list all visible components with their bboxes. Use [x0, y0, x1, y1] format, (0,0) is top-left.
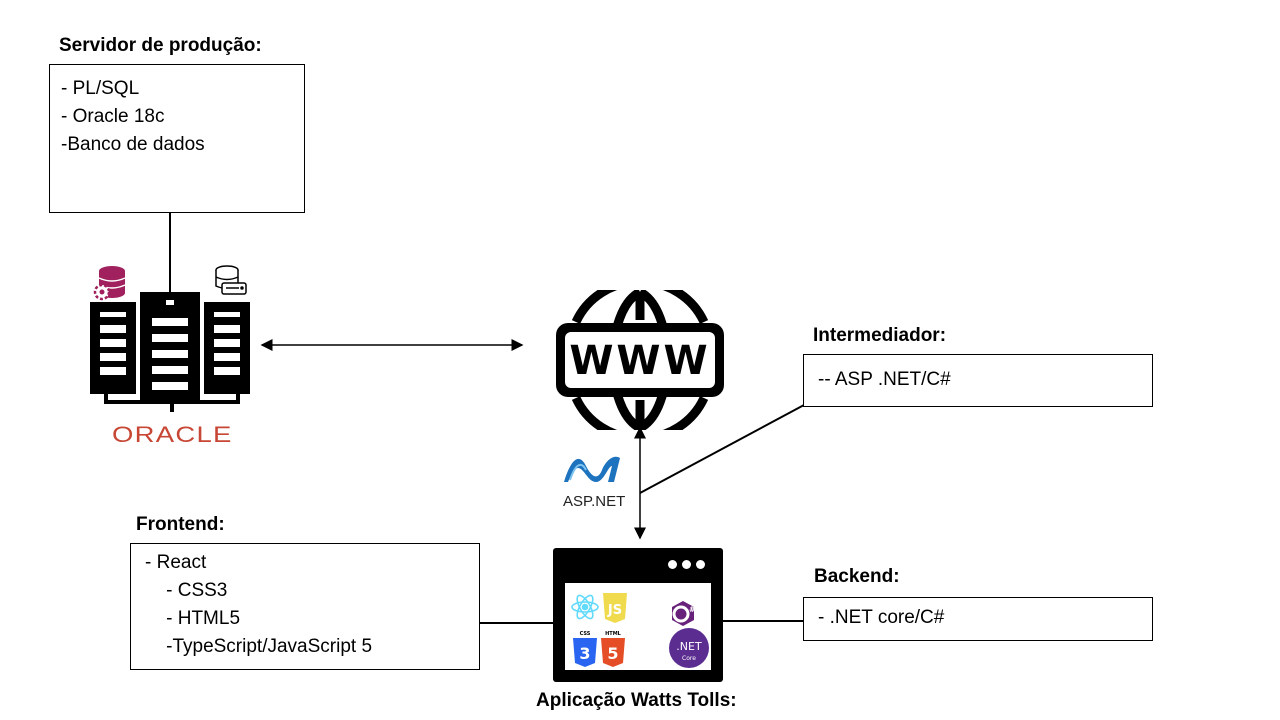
- backend-box: - .NET core/C#: [803, 597, 1153, 641]
- servidor-line: - PL/SQL: [61, 78, 140, 99]
- frontend-line: - CSS3: [145, 580, 228, 601]
- frontend-box: - React - CSS3 - HTML5 -TypeScript/JavaS…: [130, 543, 480, 670]
- tech-icons: JS # CSS 3 HTML 5 .NET: [571, 593, 709, 668]
- window-dots-icon: [668, 560, 705, 569]
- frontend-line: - HTML5: [145, 608, 241, 629]
- app-content: JS # CSS 3 HTML 5 .NET: [565, 583, 711, 670]
- css3-icon: CSS 3: [573, 631, 597, 667]
- app-window: JS # CSS 3 HTML 5 .NET: [553, 548, 723, 682]
- frontend-line: -TypeScript/JavaScript 5: [145, 636, 373, 657]
- servidor-line: -Banco de dados: [61, 134, 205, 155]
- aspnet-logo-icon: [564, 456, 620, 482]
- oracle-logo: ORACLE: [112, 422, 233, 447]
- csharp-icon: #: [672, 601, 696, 626]
- globe-icon: WWW: [556, 290, 724, 430]
- svg-text:CSS: CSS: [580, 631, 591, 637]
- frontend-line: - React: [145, 552, 207, 573]
- www-label: WWW: [569, 338, 710, 384]
- svg-text:#: #: [689, 605, 696, 614]
- intermediador-line: -- ASP .NET/C#: [818, 369, 951, 390]
- app-caption: Aplicação Watts Tolls:: [536, 690, 737, 711]
- svg-text:JS: JS: [607, 603, 622, 618]
- react-icon: [571, 594, 599, 620]
- dotnet-core-icon: .NET Core: [669, 628, 709, 668]
- servidor-heading: Servidor de produção:: [59, 35, 262, 56]
- backend-line: - .NET core/C#: [818, 607, 945, 628]
- svg-text:HTML: HTML: [605, 631, 622, 637]
- database-gear-icon: [93, 266, 126, 301]
- aspnet-label: ASP.NET: [563, 493, 626, 510]
- server-rack-icon: [90, 265, 250, 412]
- servidor-line: - Oracle 18c: [61, 106, 165, 127]
- servidor-box: - PL/SQL - Oracle 18c -Banco de dados: [49, 64, 305, 213]
- svg-text:.NET: .NET: [676, 640, 702, 653]
- html5-icon: HTML 5: [601, 631, 625, 667]
- intermediador-box: -- ASP .NET/C#: [803, 354, 1153, 407]
- backend-heading: Backend:: [814, 566, 900, 587]
- svg-text:5: 5: [607, 644, 618, 663]
- svg-text:Core: Core: [682, 655, 696, 662]
- intermediador-connector: [639, 404, 805, 494]
- database-server-icon: [215, 265, 247, 295]
- javascript-icon: JS: [603, 593, 627, 623]
- intermediador-heading: Intermediador:: [813, 325, 947, 346]
- frontend-heading: Frontend:: [136, 514, 225, 535]
- svg-text:3: 3: [579, 644, 590, 663]
